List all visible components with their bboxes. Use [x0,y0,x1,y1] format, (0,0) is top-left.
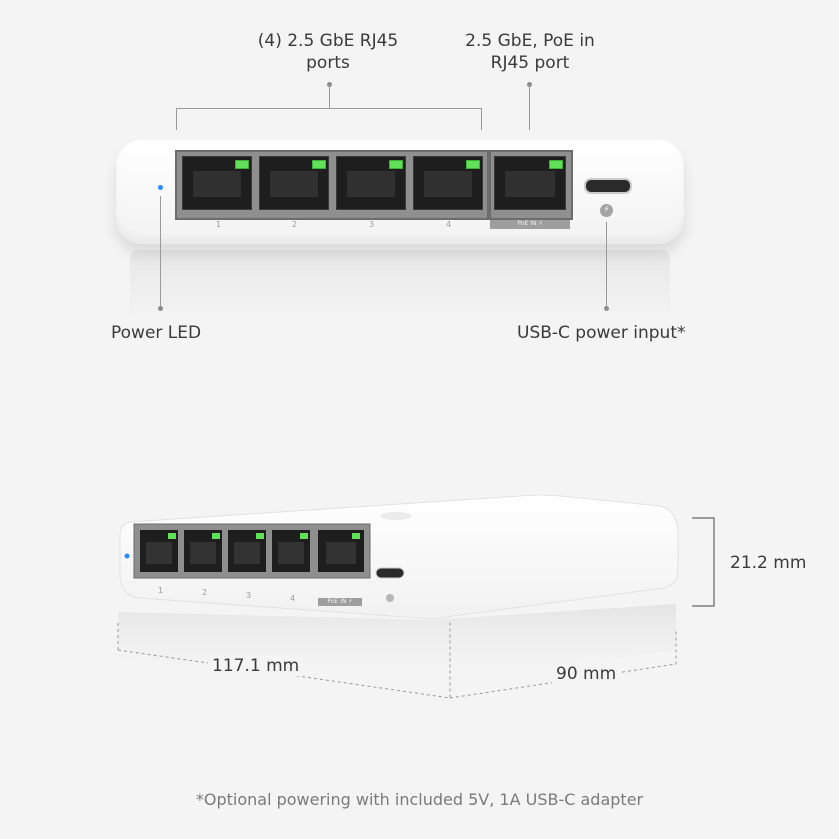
front-port-1 [182,156,252,210]
front-poe-tag: PoE IN ⚡ [490,220,570,229]
iso-port-number: 4 [290,594,296,603]
poe-port-label: 2.5 GbE, PoE in RJ45 port [440,30,620,74]
front-port-number: 3 [369,220,375,229]
height-bracket [692,517,715,607]
iso-port-led-4 [300,533,308,539]
port-led-icon [389,160,403,169]
port-led-icon [466,160,480,169]
port-led-icon [549,160,563,169]
height-dimension: 21.2 mm [730,553,807,573]
width-dimension: 117.1 mm [208,656,304,676]
usbc-port-icon [584,178,632,194]
jack-icon [424,171,472,197]
port-led-icon [312,160,326,169]
iso-port-led-2 [212,533,220,539]
poe-port-label-line1: 2.5 GbE, PoE in [465,31,595,51]
depth-dimension: 90 mm [552,664,621,684]
front-device-reflection [130,250,670,320]
rj45-bracket-right [481,108,482,130]
front-port-4 [413,156,483,210]
jack-icon [505,171,555,197]
rj45-bracket-stem [329,84,330,108]
iso-port-led-1 [168,533,176,539]
rj45-ports-label-line1: (4) 2.5 GbE RJ45 [257,31,399,51]
usbc-leader [606,222,607,308]
power-led-leader-dot [158,306,163,311]
iso-port-led-poe [352,533,360,539]
poe-leader [529,84,530,130]
jack-icon [347,171,395,197]
rj45-ports-label: (4) 2.5 GbE RJ45 ports [218,30,438,74]
iso-bolt-icon [386,594,394,602]
iso-port-number: 2 [202,588,208,597]
rj45-ports-label-line2: ports [306,53,350,73]
usbc-input-label: USB-C power input* [517,323,686,343]
iso-usbc-icon [375,567,405,579]
width-dim-line [117,620,677,699]
jack-icon [270,171,318,197]
jack-icon [193,171,241,197]
power-led-light [158,185,163,190]
iso-device-illustration [117,494,715,699]
iso-jack-4 [278,542,304,564]
front-port-3 [336,156,406,210]
front-port-number: 2 [292,220,298,229]
power-led-label: Power LED [111,323,202,343]
front-port-number: 4 [446,220,452,229]
poe-port-label-line2: RJ45 port [490,53,570,73]
rj45-bracket-left [176,108,177,130]
iso-port-led-3 [256,533,264,539]
footnote: *Optional powering with included 5V, 1A … [195,790,644,809]
iso-jack-3 [234,542,260,564]
front-device-body: 1 2 3 4 PoE IN ⚡ ⚡ [116,140,684,244]
iso-jack-poe [326,542,356,564]
poe-leader-dot [527,82,532,87]
iso-port-number: 3 [246,591,252,600]
front-port-2 [259,156,329,210]
iso-jack-1 [146,542,172,564]
rj45-bracket-dot [327,82,332,87]
rj45-bracket-top [176,108,482,109]
port-led-icon [235,160,249,169]
iso-poe-tag: PoE IN ⚡ [318,598,362,606]
front-port-number: 1 [216,220,222,229]
ubiquiti-logo-icon [380,512,412,520]
usbc-leader-dot [604,306,609,311]
iso-power-led-icon [124,553,130,559]
iso-jack-2 [190,542,216,564]
power-led-leader [160,196,161,308]
front-port-poe [494,156,566,210]
lightning-bolt-icon: ⚡ [600,204,613,217]
iso-port-number: 1 [158,586,164,595]
